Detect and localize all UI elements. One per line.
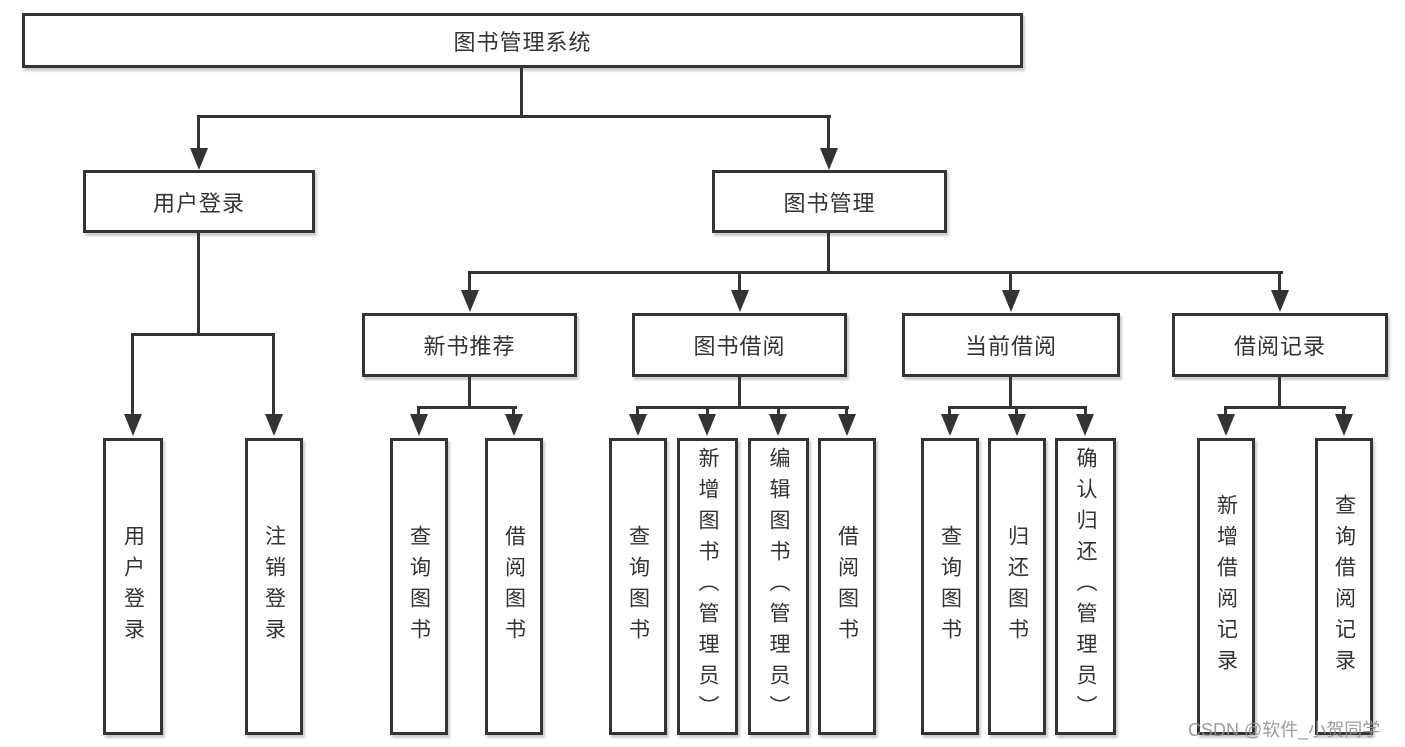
node-label: 查询借阅记录 — [1332, 493, 1356, 680]
node-label: 借阅图书 — [835, 524, 859, 649]
node-label: 用户登录 — [121, 524, 145, 649]
node-search-book-under-current: 查询图书 — [921, 438, 979, 735]
node-edit-book-admin: 编辑图书（管理员） — [748, 438, 809, 735]
csdn-watermark: CSDN @软件_小贺同学 — [1188, 720, 1381, 740]
connector-hline — [468, 271, 1283, 274]
connector-vline — [197, 116, 200, 150]
node-label: 确认归还（管理员） — [1074, 447, 1097, 726]
node-label: 查询图书 — [626, 524, 650, 649]
connector-vline — [1015, 407, 1018, 417]
connector-vline — [845, 407, 848, 417]
node-label: 借阅记录 — [1233, 334, 1326, 359]
connector-vline — [512, 407, 515, 417]
connector-vline — [272, 334, 275, 416]
node-label: 查询图书 — [938, 524, 962, 649]
connector-hline — [636, 406, 849, 409]
node-search-book-under-borrow: 查询图书 — [609, 438, 667, 735]
node-book-borrow: 图书借阅 — [632, 313, 847, 377]
node-label: 图书管理 — [783, 190, 876, 216]
node-user-login-action: 用户登录 — [103, 438, 163, 735]
connector-vline — [417, 407, 420, 417]
node-label: 归还图书 — [1005, 524, 1029, 649]
arrowhead-down — [1335, 414, 1353, 436]
arrowhead-down — [838, 414, 856, 436]
connector-vline — [1009, 377, 1012, 409]
arrowhead-down — [265, 414, 283, 436]
node-search-borrow-record: 查询借阅记录 — [1315, 438, 1373, 735]
connector-vline — [1342, 407, 1345, 417]
arrowhead-down — [190, 148, 208, 170]
connector-hline — [131, 333, 275, 336]
arrowhead-down — [1271, 290, 1289, 312]
node-borrow-book-under-recommend: 借阅图书 — [485, 438, 543, 735]
connector-vline — [468, 377, 471, 409]
node-label: 借阅图书 — [502, 524, 526, 649]
connector-hline — [1224, 406, 1346, 409]
node-label: 注销登录 — [262, 524, 286, 649]
arrowhead-down — [941, 414, 959, 436]
node-borrow-records: 借阅记录 — [1172, 313, 1388, 377]
connector-hline — [417, 406, 517, 409]
connector-vline — [827, 116, 830, 150]
arrowhead-down — [820, 148, 838, 170]
node-library-system: 图书管理系统 — [22, 13, 1023, 68]
connector-vline — [738, 377, 741, 409]
node-label: 新书推荐 — [423, 334, 516, 359]
node-current-borrow: 当前借阅 — [902, 313, 1120, 377]
arrowhead-down — [1217, 414, 1235, 436]
node-borrow-book-under-borrow: 借阅图书 — [818, 438, 876, 735]
connector-vline — [1278, 272, 1281, 292]
node-label: 新增图书（管理员） — [696, 447, 719, 726]
arrowhead-down — [461, 290, 479, 312]
arrowhead-down — [629, 414, 647, 436]
connector-vline — [1278, 377, 1281, 409]
connector-vline — [948, 407, 951, 417]
arrowhead-down — [731, 290, 749, 312]
arrowhead-down — [1002, 290, 1020, 312]
connector-hline — [197, 115, 831, 118]
node-logout-action: 注销登录 — [245, 438, 303, 735]
arrowhead-down — [769, 414, 787, 436]
connector-vline — [636, 407, 639, 417]
node-label: 编辑图书（管理员） — [767, 447, 790, 726]
node-label: 用户登录 — [152, 190, 245, 216]
connector-vline — [468, 272, 471, 292]
node-label: 图书借阅 — [693, 334, 786, 359]
node-book-management: 图书管理 — [712, 170, 947, 233]
node-return-book: 归还图书 — [988, 438, 1046, 735]
node-confirm-return-admin: 确认归还（管理员） — [1055, 438, 1116, 735]
connector-vline — [1009, 272, 1012, 292]
node-user-login: 用户登录 — [83, 170, 315, 233]
node-add-borrow-record: 新增借阅记录 — [1197, 438, 1255, 735]
connector-vline — [738, 272, 741, 292]
arrowhead-down — [1076, 414, 1094, 436]
arrowhead-down — [698, 414, 716, 436]
connector-vline — [1084, 407, 1087, 417]
connector-vline — [1224, 407, 1227, 417]
connector-vline — [131, 334, 134, 416]
arrowhead-down — [505, 414, 523, 436]
node-label: 查询图书 — [407, 524, 431, 649]
arrowhead-down — [410, 414, 428, 436]
node-search-book-under-recommend: 查询图书 — [390, 438, 448, 735]
connector-vline — [777, 407, 780, 417]
node-new-book-recommend: 新书推荐 — [362, 313, 577, 377]
connector-vline — [706, 407, 709, 417]
connector-vline — [520, 68, 523, 117]
node-add-book-admin: 新增图书（管理员） — [677, 438, 738, 735]
connector-vline — [197, 233, 200, 336]
node-label: 图书管理系统 — [453, 29, 592, 55]
arrowhead-down — [1008, 414, 1026, 436]
connector-vline — [827, 233, 830, 274]
arrowhead-down — [124, 414, 142, 436]
node-label: 新增借阅记录 — [1214, 493, 1238, 680]
node-label: 当前借阅 — [964, 334, 1057, 359]
